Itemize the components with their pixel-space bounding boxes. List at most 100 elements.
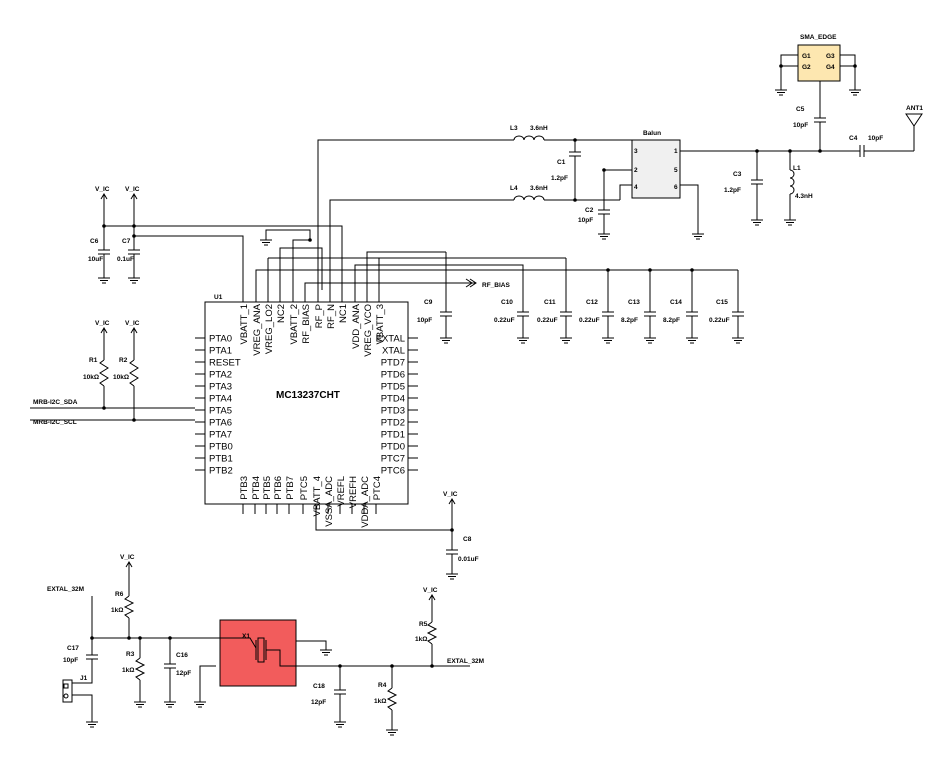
c5-ref: C5 <box>796 106 805 113</box>
r1-ref: R1 <box>89 357 98 364</box>
r6-value: 1kΩ <box>111 607 123 614</box>
pin-ptd0: PTD0 <box>381 442 405 453</box>
c12-value: 0.22uF <box>579 317 600 324</box>
pin-ptb1: PTB1 <box>209 454 233 465</box>
pin-ptb4: PTB4 <box>251 476 262 500</box>
c2-value: 10pF <box>578 217 593 224</box>
pin-ptc5: PTC5 <box>299 476 310 500</box>
c15-ref: C15 <box>716 299 728 306</box>
sma-pin-g2: G2 <box>802 64 811 71</box>
vic-label: V_IC <box>443 491 458 498</box>
r5-value: 1kΩ <box>415 636 427 643</box>
rf-bias-net: RF_BIAS <box>465 278 510 289</box>
antenna-label: ANT1 <box>906 105 923 112</box>
decoupling-cap-row: C9 10pF C10 0.22uF C11 0.22uF C12 0.22uF C13 8.2p… <box>417 252 744 338</box>
top-pin-wiring <box>103 139 738 300</box>
pin-pta0: PTA0 <box>209 334 232 345</box>
c7-value: 0.1uF <box>117 256 134 263</box>
pin-vbatt_3: VBATT_3 <box>375 304 386 344</box>
c7-ref: C7 <box>122 238 131 245</box>
c11-ref: C11 <box>544 299 556 306</box>
ic-ref-label: U1 <box>214 294 223 301</box>
balun-label: Balun <box>643 130 661 137</box>
balun <box>631 139 681 199</box>
pin-ptb0: PTB0 <box>209 442 233 453</box>
j1-ref: J1 <box>80 675 88 682</box>
pin-pta2: PTA2 <box>209 370 232 381</box>
r5-ref: R5 <box>419 621 428 628</box>
c8-ref: C8 <box>463 536 472 543</box>
pin-ptb3: PTB3 <box>239 476 250 500</box>
r6-ref: R6 <box>115 591 124 598</box>
pin-pta4: PTA4 <box>209 394 232 405</box>
c1-value: 1.2pF <box>551 175 568 182</box>
sma-pin-g3: G3 <box>826 53 835 60</box>
rf-bias-label: RF_BIAS <box>482 282 510 289</box>
pin-vdda_adc: VDDA_ADC <box>360 476 371 528</box>
pin-extal: EXTAL <box>376 334 405 345</box>
pin-vbatt_2: VBATT_2 <box>289 304 300 344</box>
r2-value: 10kΩ <box>113 374 129 381</box>
c14-ref: C14 <box>670 299 682 306</box>
c4-ref: C4 <box>849 135 858 142</box>
pin-ptd6: PTD6 <box>381 370 405 381</box>
c9-value: 10pF <box>417 317 432 324</box>
c13-ref: C13 <box>628 299 640 306</box>
pin-rf_n: RF_N <box>326 304 337 329</box>
pin-ptd3: PTD3 <box>381 406 405 417</box>
c18-ref: C18 <box>313 683 325 690</box>
vbatt4-decoupling: C8 0.01uF <box>315 508 479 574</box>
c16-value: 12pF <box>176 670 191 677</box>
pin-vssa_adc: VSSA_ADC <box>324 476 335 527</box>
pin-vbatt_1: VBATT_1 <box>239 304 250 344</box>
c6-value: 10uF <box>88 256 103 263</box>
vic-label: V_IC <box>125 320 140 327</box>
pin-ptb5: PTB5 <box>262 476 273 500</box>
antenna-icon <box>905 113 923 127</box>
c10-ref: C10 <box>501 299 513 306</box>
pin-vreg_lo2: VREG_LO2 <box>264 304 275 354</box>
r4-value: 1kΩ <box>374 698 386 705</box>
sma-pin-g1: G1 <box>802 53 811 60</box>
pin-ptd1: PTD1 <box>381 430 405 441</box>
vic-label: V_IC <box>95 186 110 193</box>
extal-net-label-left: EXTAL_32M <box>47 586 84 593</box>
supply-decoupling: C6 10uF C7 0.1uF <box>88 203 140 278</box>
l3-ref: L3 <box>510 125 518 132</box>
balun-pin-6: 6 <box>674 184 678 191</box>
c17-ref: C17 <box>67 645 79 652</box>
pin-vrefh: VREFH <box>348 476 359 508</box>
pin-rf_p: RF_P <box>314 304 325 328</box>
c12-ref: C12 <box>586 299 598 306</box>
pin-ptd2: PTD2 <box>381 418 405 429</box>
pin-ptc4: PTC4 <box>372 476 383 500</box>
x1-ref: X1 <box>242 633 250 640</box>
balun-pin-2: 2 <box>634 167 638 174</box>
c15-value: 0.22uF <box>709 317 730 324</box>
c10-value: 0.22uF <box>494 317 515 324</box>
pin-xtal: XTAL <box>382 346 405 357</box>
l3-value: 3.6nH <box>530 125 548 132</box>
vic-label: V_IC <box>423 587 438 594</box>
rf-section: L3 3.6nH C1 1.2pF L4 3.6nH C2 10pF Balun… <box>510 34 923 234</box>
ground-symbols <box>86 89 861 736</box>
c13-value: 8.2pF <box>621 317 638 324</box>
pin-pta3: PTA3 <box>209 382 232 393</box>
ic-part-label: MC13237CHT <box>276 390 340 401</box>
pin-pta6: PTA6 <box>209 418 232 429</box>
pin-reset: RESET <box>209 358 241 369</box>
balun-pin-4: 4 <box>634 184 638 191</box>
c17-value: 10pF <box>63 657 78 664</box>
l4-ref: L4 <box>510 185 518 192</box>
pin-vbatt_4: VBATT_4 <box>312 476 323 516</box>
sma-pin-g4: G4 <box>826 64 835 71</box>
extal-net-label-right: EXTAL_32M <box>447 658 484 665</box>
c9-ref: C9 <box>424 299 433 306</box>
pin-ptc6: PTC6 <box>381 466 405 477</box>
r2-ref: R2 <box>119 357 128 364</box>
pin-pta7: PTA7 <box>209 430 232 441</box>
pin-vreg_vco: VREG_VCO <box>363 304 374 357</box>
